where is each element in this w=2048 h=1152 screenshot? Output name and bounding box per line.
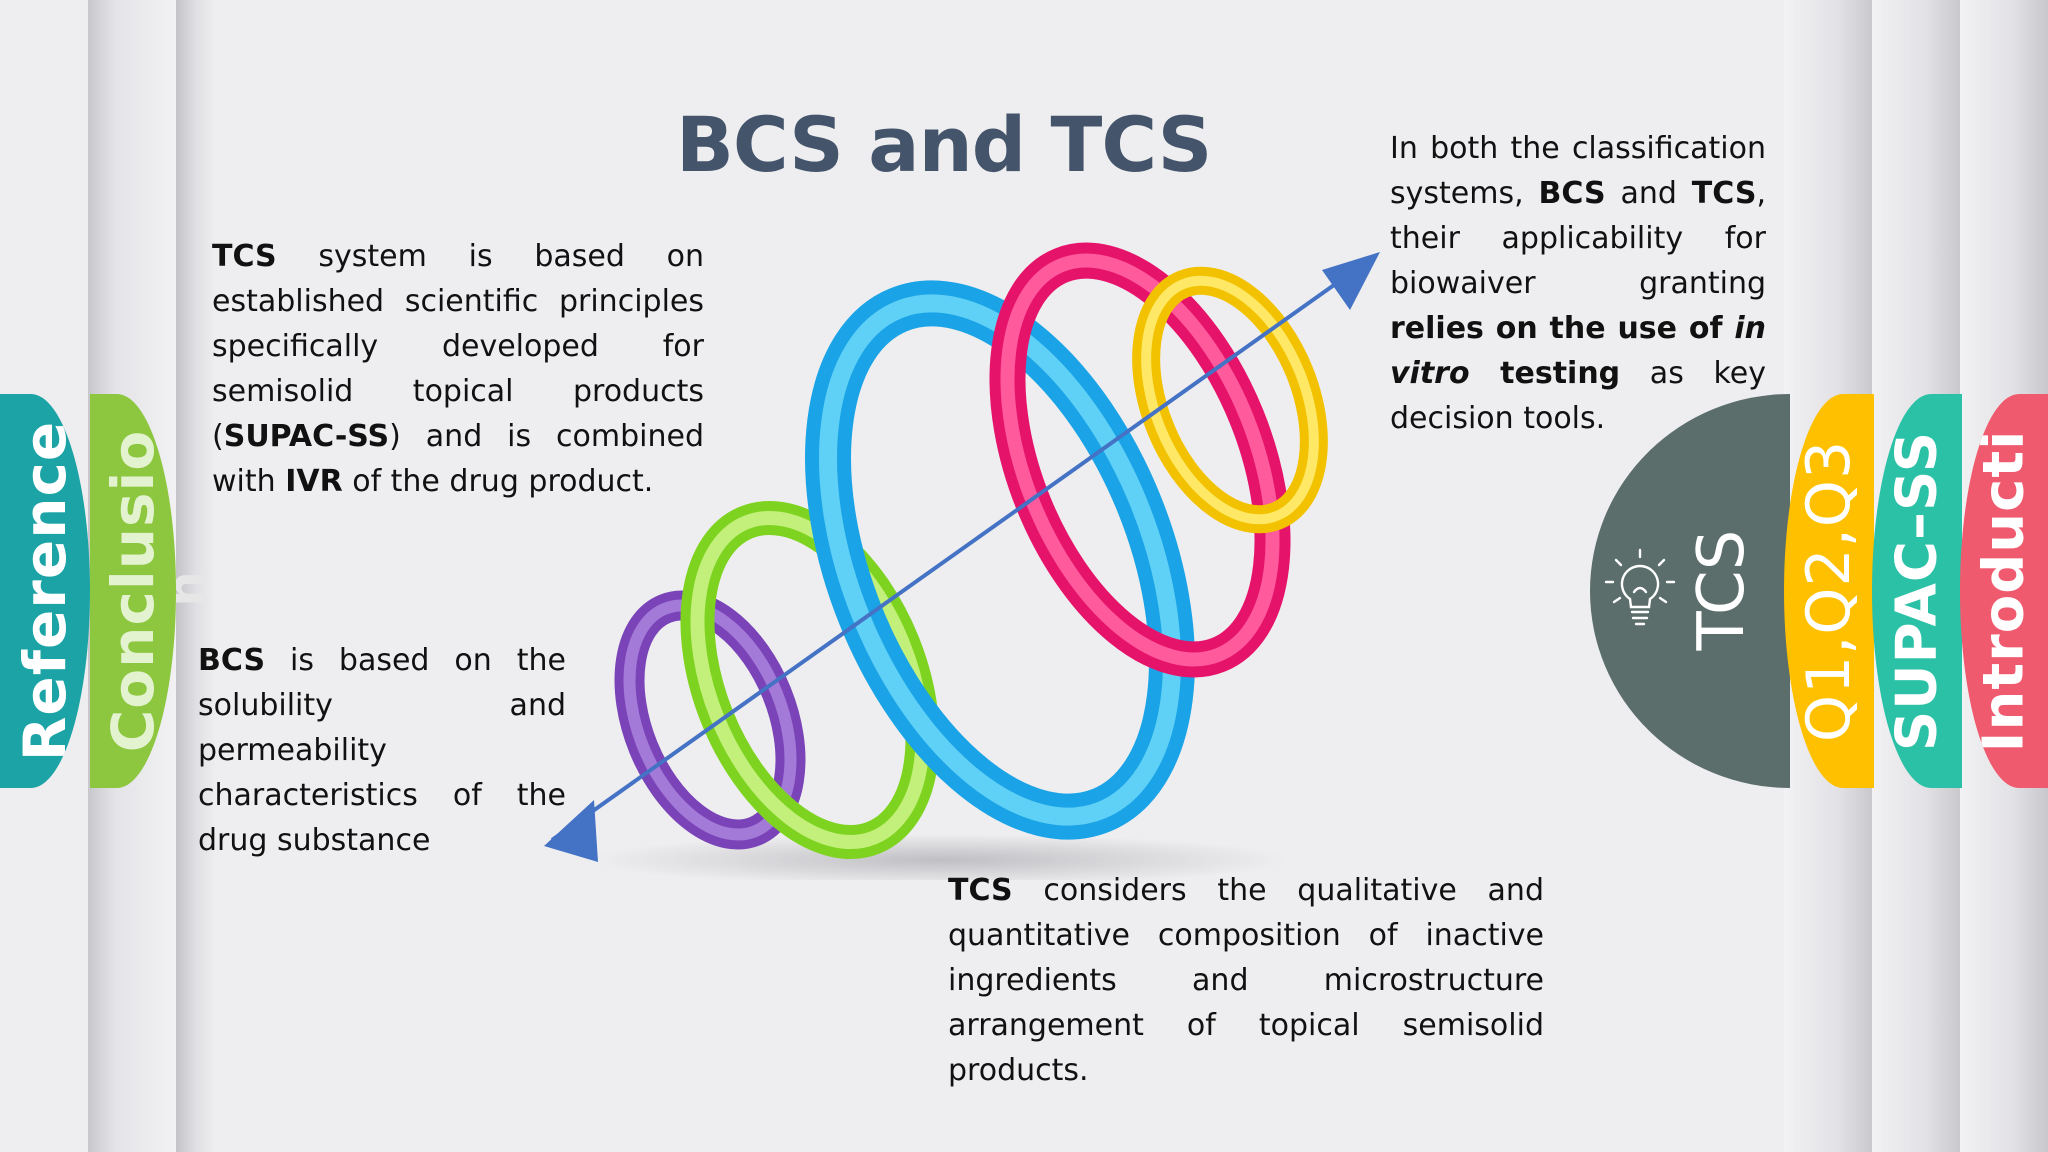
tab-supac-label: SUPAC–SS: [1884, 430, 1950, 752]
tab-intro[interactable]: Introducti: [1960, 394, 2048, 788]
classification-text: In both the classification systems, BCS …: [1390, 131, 1766, 436]
tcs-considers-text: TCS considers the qualitative and quanti…: [948, 873, 1544, 1088]
tab-conclusion[interactable]: Conclusio: [90, 394, 176, 788]
lightbulb-icon: [1604, 548, 1676, 626]
rings-illustration: [544, 242, 1380, 880]
tab-supac[interactable]: SUPAC–SS: [1872, 394, 1962, 788]
tab-tcs-label: TCS: [1685, 529, 1759, 651]
slide-title: BCS and TCS: [676, 100, 1212, 189]
tab-conclusion-overflow: n: [176, 560, 216, 610]
left-strip-2: [176, 0, 216, 1152]
tcs-system-text: TCS system is based on established scien…: [212, 239, 704, 499]
bcs-text: BCS is based on the solubility and perme…: [198, 643, 566, 858]
tab-reference-label: Reference: [11, 420, 79, 762]
tab-intro-label: Introducti: [1971, 429, 2037, 753]
tab-q123[interactable]: Q1,Q2,Q3: [1784, 394, 1874, 788]
tab-conclusion-label: Conclusio: [99, 429, 167, 753]
tab-q123-label: Q1,Q2,Q3: [1794, 439, 1864, 743]
tab-reference[interactable]: Reference: [0, 394, 90, 788]
